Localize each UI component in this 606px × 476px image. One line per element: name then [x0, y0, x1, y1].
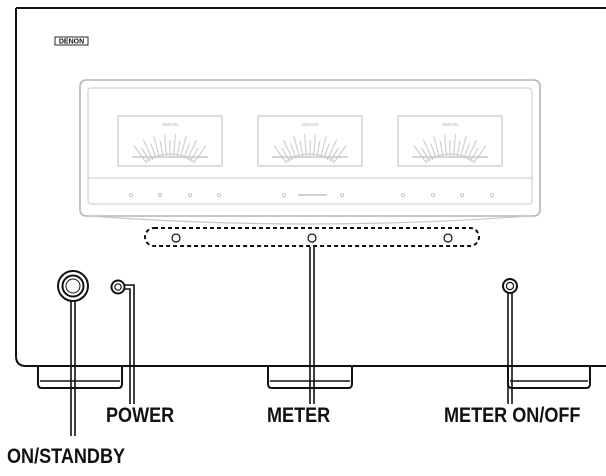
vu-meter-logo: DENON — [442, 122, 458, 127]
meter-window — [79, 79, 541, 225]
chassis-outline — [14, 7, 606, 367]
on-standby-button[interactable] — [57, 270, 89, 302]
callout-meter: METER — [267, 404, 331, 427]
leader-meter-on-off — [507, 293, 513, 404]
leader-on-standby — [70, 301, 76, 436]
vu-meter-right: DENON — [397, 115, 503, 167]
foot-right — [507, 366, 591, 389]
callout-power: POWER — [106, 404, 175, 427]
leader-meter — [309, 247, 315, 404]
leader-power — [125, 284, 135, 404]
meter-lamp-left — [171, 233, 181, 243]
power-indicator — [110, 279, 126, 295]
meter-indicator-row — [128, 192, 495, 198]
vu-meter-left: DENON — [117, 115, 223, 167]
vu-meter-logo: DENON — [302, 122, 318, 127]
svg-text:DENON: DENON — [59, 39, 84, 46]
vu-meter-logo: DENON — [162, 122, 178, 127]
vu-meter-center: DENON — [257, 115, 363, 167]
meter-lamp-right — [443, 233, 453, 243]
meter-lamp-center — [307, 233, 317, 243]
meter-on-off-button[interactable] — [502, 278, 518, 294]
callout-on-standby: ON/STANDBY — [7, 445, 126, 468]
meter-lamps-highlight — [144, 227, 480, 247]
callout-meter-on-off: METER ON/OFF — [444, 404, 581, 427]
denon-logo: DENON — [54, 36, 89, 46]
foot-left — [37, 366, 123, 389]
